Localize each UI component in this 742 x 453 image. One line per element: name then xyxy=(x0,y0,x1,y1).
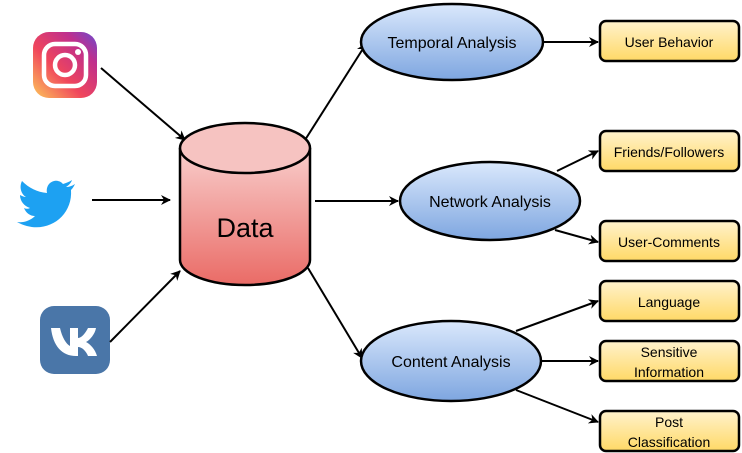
temporal-analysis-label: Temporal Analysis xyxy=(388,35,517,52)
twitter-icon xyxy=(17,180,75,228)
instagram-icon xyxy=(33,32,97,98)
user-behavior-box xyxy=(598,19,741,63)
language-box xyxy=(598,279,741,323)
user-behavior-label: User Behavior xyxy=(625,34,714,50)
network-analysis-node xyxy=(398,160,582,242)
user-comments-box xyxy=(598,219,741,263)
arrow-data-temporal xyxy=(304,43,367,141)
user-comments-label: User-Comments xyxy=(618,234,720,250)
content-analysis-label: Content Analysis xyxy=(391,354,510,371)
data-cylinder: Data xyxy=(178,121,312,287)
connectors xyxy=(92,37,599,424)
arrow-vk-data xyxy=(109,270,181,343)
sensitive-label-line1: Sensitive xyxy=(641,344,698,360)
arrow-network-friends xyxy=(556,150,599,172)
vk-icon xyxy=(40,306,110,374)
arrow-data-content xyxy=(307,267,363,359)
post-label-line2: Classification xyxy=(628,434,710,450)
analysis-nodes xyxy=(359,2,582,403)
data-label: Data xyxy=(216,213,274,243)
arrow-content-post xyxy=(515,389,599,424)
friends-followers-label: Friends/Followers xyxy=(614,144,724,160)
post-classification-box xyxy=(598,409,741,453)
arrow-content-language xyxy=(515,299,599,332)
arrow-network-comments xyxy=(554,229,599,245)
post-label-line1: Post xyxy=(655,414,683,430)
arrow-instagram-data xyxy=(100,67,186,141)
sensitive-information-box xyxy=(598,339,741,383)
sensitive-label-line2: Information xyxy=(634,364,704,380)
network-analysis-label: Network Analysis xyxy=(429,194,551,211)
content-analysis-node xyxy=(359,319,543,403)
temporal-analysis-node xyxy=(359,2,545,82)
language-label: Language xyxy=(638,294,701,310)
friends-followers-box xyxy=(598,129,741,173)
output-boxes xyxy=(598,19,741,453)
